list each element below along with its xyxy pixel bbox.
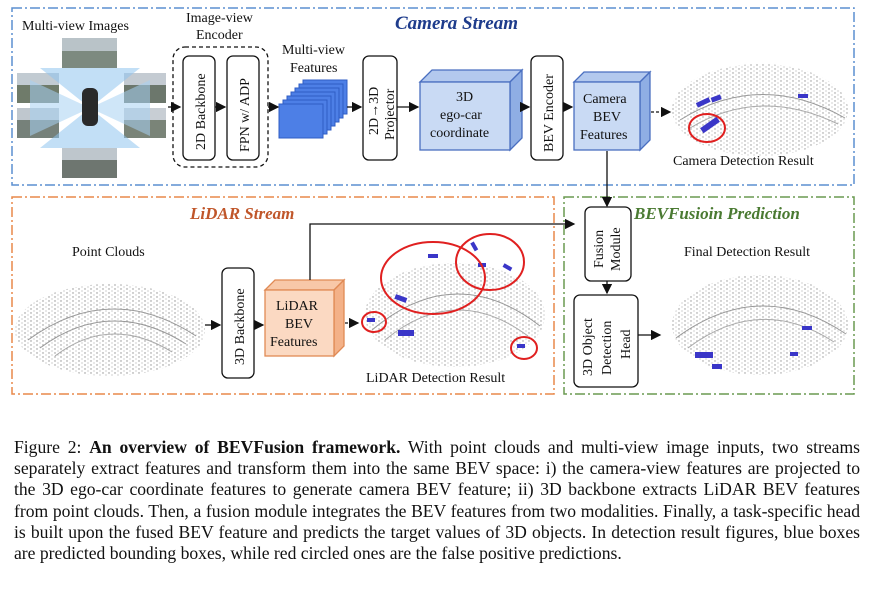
camera-bev-cube	[572, 70, 652, 152]
multi-view-features-stack	[278, 79, 348, 139]
caption-bold: An overview of BEVFusion framework.	[89, 437, 401, 457]
final-detection-scan	[672, 275, 848, 375]
egocar-label-3: coordinate	[430, 126, 489, 141]
egocar-cube	[418, 68, 524, 152]
ego-car-icon	[82, 88, 98, 126]
figure-caption: Figure 2: An overview of BEVFusion frame…	[14, 437, 860, 564]
encoder-title-2: Encoder	[196, 28, 243, 43]
final-detection-label: Final Detection Result	[684, 245, 810, 260]
point-cloud-scan	[15, 284, 205, 376]
fusion-module-box	[584, 206, 632, 282]
encoder-title-1: Image-view	[186, 11, 254, 26]
caption-body: With point clouds and multi-view image i…	[14, 437, 860, 564]
camera-detection-scan	[672, 64, 848, 156]
lidar-bev-label-1: LiDAR	[276, 299, 319, 314]
camera-detection-label: Camera Detection Result	[673, 154, 814, 169]
encoder-group	[172, 46, 269, 168]
backbone-3d-label: 3D Backbone	[233, 288, 248, 365]
lidar-detection-label: LiDAR Detection Result	[366, 371, 505, 386]
camera-stream-title: Camera Stream	[395, 13, 518, 34]
bevfusion-diagram: Camera Stream LiDAR Stream BEVFusioin Pr…	[11, 7, 855, 395]
detection-head-box	[573, 294, 639, 388]
detection-head-label-2: Detection	[600, 321, 615, 375]
fpn-box	[226, 55, 260, 161]
fusion-border	[563, 196, 855, 395]
projector-label-1: 2D→3D	[367, 87, 382, 135]
lidar-bev-label-3: Features	[270, 335, 317, 350]
camera-stream-border	[11, 7, 855, 186]
multi-view-images-label: Multi-view Images	[22, 19, 129, 34]
fpn-label: FPN w/ ADP	[238, 78, 253, 152]
fusion-module-label-1: Fusion	[592, 230, 607, 268]
lidar-bev-cube	[263, 278, 346, 358]
multi-view-images	[17, 38, 166, 178]
detection-head-label-3: Head	[619, 329, 634, 359]
lidar-stream-title: LiDAR Stream	[189, 204, 294, 223]
backbone-2d-box	[182, 55, 216, 161]
camera-bev-label-3: Features	[580, 128, 627, 143]
features-label-1: Multi-view	[282, 43, 346, 58]
lidar-false-positive-circle-3	[361, 311, 387, 333]
camera-bev-label-2: BEV	[593, 110, 621, 125]
bev-encoder-label: BEV Encoder	[542, 74, 557, 152]
egocar-label-2: ego-car	[440, 108, 482, 123]
lidar-bev-label-2: BEV	[285, 317, 313, 332]
lidar-false-positive-circle-4	[510, 336, 538, 360]
caption-prefix: Figure 2:	[14, 437, 90, 457]
features-label-2: Features	[290, 61, 337, 76]
camera-false-positive-circle	[688, 113, 726, 143]
detection-head-label-1: 3D Object	[581, 318, 596, 376]
projector-box	[362, 55, 398, 161]
projector-label-2: Projector	[383, 88, 398, 140]
point-clouds-label: Point Clouds	[72, 245, 145, 260]
lidar-stream-border	[11, 196, 555, 395]
fusion-module-label-2: Module	[609, 227, 624, 271]
camera-bev-label-1: Camera	[583, 92, 627, 107]
lidar-false-positive-circle-1	[380, 241, 486, 315]
lidar-detection-scan	[365, 241, 545, 367]
lidar-false-positive-circle-2	[455, 233, 525, 291]
backbone-2d-label: 2D Backbone	[194, 73, 209, 150]
egocar-label-1: 3D	[456, 90, 473, 105]
fusion-title: BEVFusioin Prediction	[633, 204, 800, 223]
